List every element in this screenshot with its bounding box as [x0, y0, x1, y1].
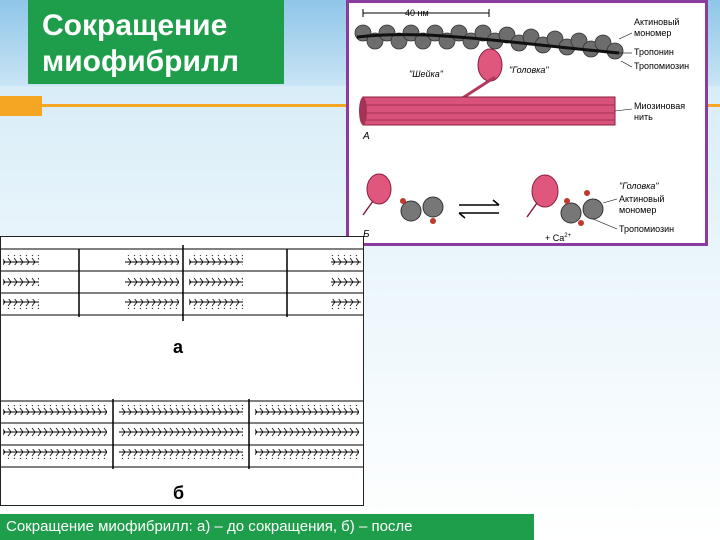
label-tropomyosin-2: Тропомиозин: [619, 224, 674, 234]
actin-myosin-diagram: 40 нм Актиновый мономер Тропонин Тропоми…: [346, 0, 708, 246]
myosin-head-2: [531, 174, 559, 208]
label-relaxed: а: [173, 337, 184, 357]
scale-label: 40 нм: [405, 8, 429, 18]
label-filament: нить: [634, 112, 653, 122]
label-tropomyosin: Тропомиозин: [634, 61, 689, 71]
label-head-2: "Головка": [619, 181, 659, 191]
label-a: А: [362, 131, 370, 142]
label-b: Б: [363, 229, 370, 240]
label-actin: Актиновый: [634, 17, 679, 27]
label-troponin: Тропонин: [634, 47, 674, 57]
label-monomer: мономер: [634, 28, 671, 38]
sarcomere-diagram: а б: [0, 236, 364, 506]
title-line-2: миофибрилл: [42, 45, 240, 78]
label-neck: "Шейка": [409, 69, 444, 79]
label-monomer-2: мономер: [619, 205, 656, 215]
caption: Сокращение миофибрилл: а) – до сокращени…: [0, 514, 534, 540]
accent-square: [0, 96, 42, 116]
label-myosin: Миозиновая: [634, 101, 685, 111]
tropomyosin-strand: [356, 33, 620, 55]
title-line-1: Сокращение: [42, 9, 228, 42]
title-box: Сокращение миофибрилл: [28, 0, 284, 84]
label-head: "Головка": [509, 65, 549, 75]
sarcomere-relaxed: [1, 245, 363, 321]
actin-myosin-svg: 40 нм Актиновый мономер Тропонин Тропоми…: [354, 8, 689, 243]
actin-filament: [354, 24, 624, 60]
label-contracted: б: [173, 483, 184, 503]
actin-monomer-2: [560, 202, 582, 224]
myosin-head: [477, 48, 503, 82]
sarcomere-svg: а б: [1, 245, 363, 503]
myosin-head-1: [366, 173, 392, 205]
sarcomere-contracted: [1, 399, 363, 469]
label-ca: + Ca2+: [545, 233, 572, 243]
actin-monomer-1: [400, 200, 422, 222]
myosin-filament: [362, 96, 616, 126]
label-actin-2: Актиновый: [619, 194, 664, 204]
